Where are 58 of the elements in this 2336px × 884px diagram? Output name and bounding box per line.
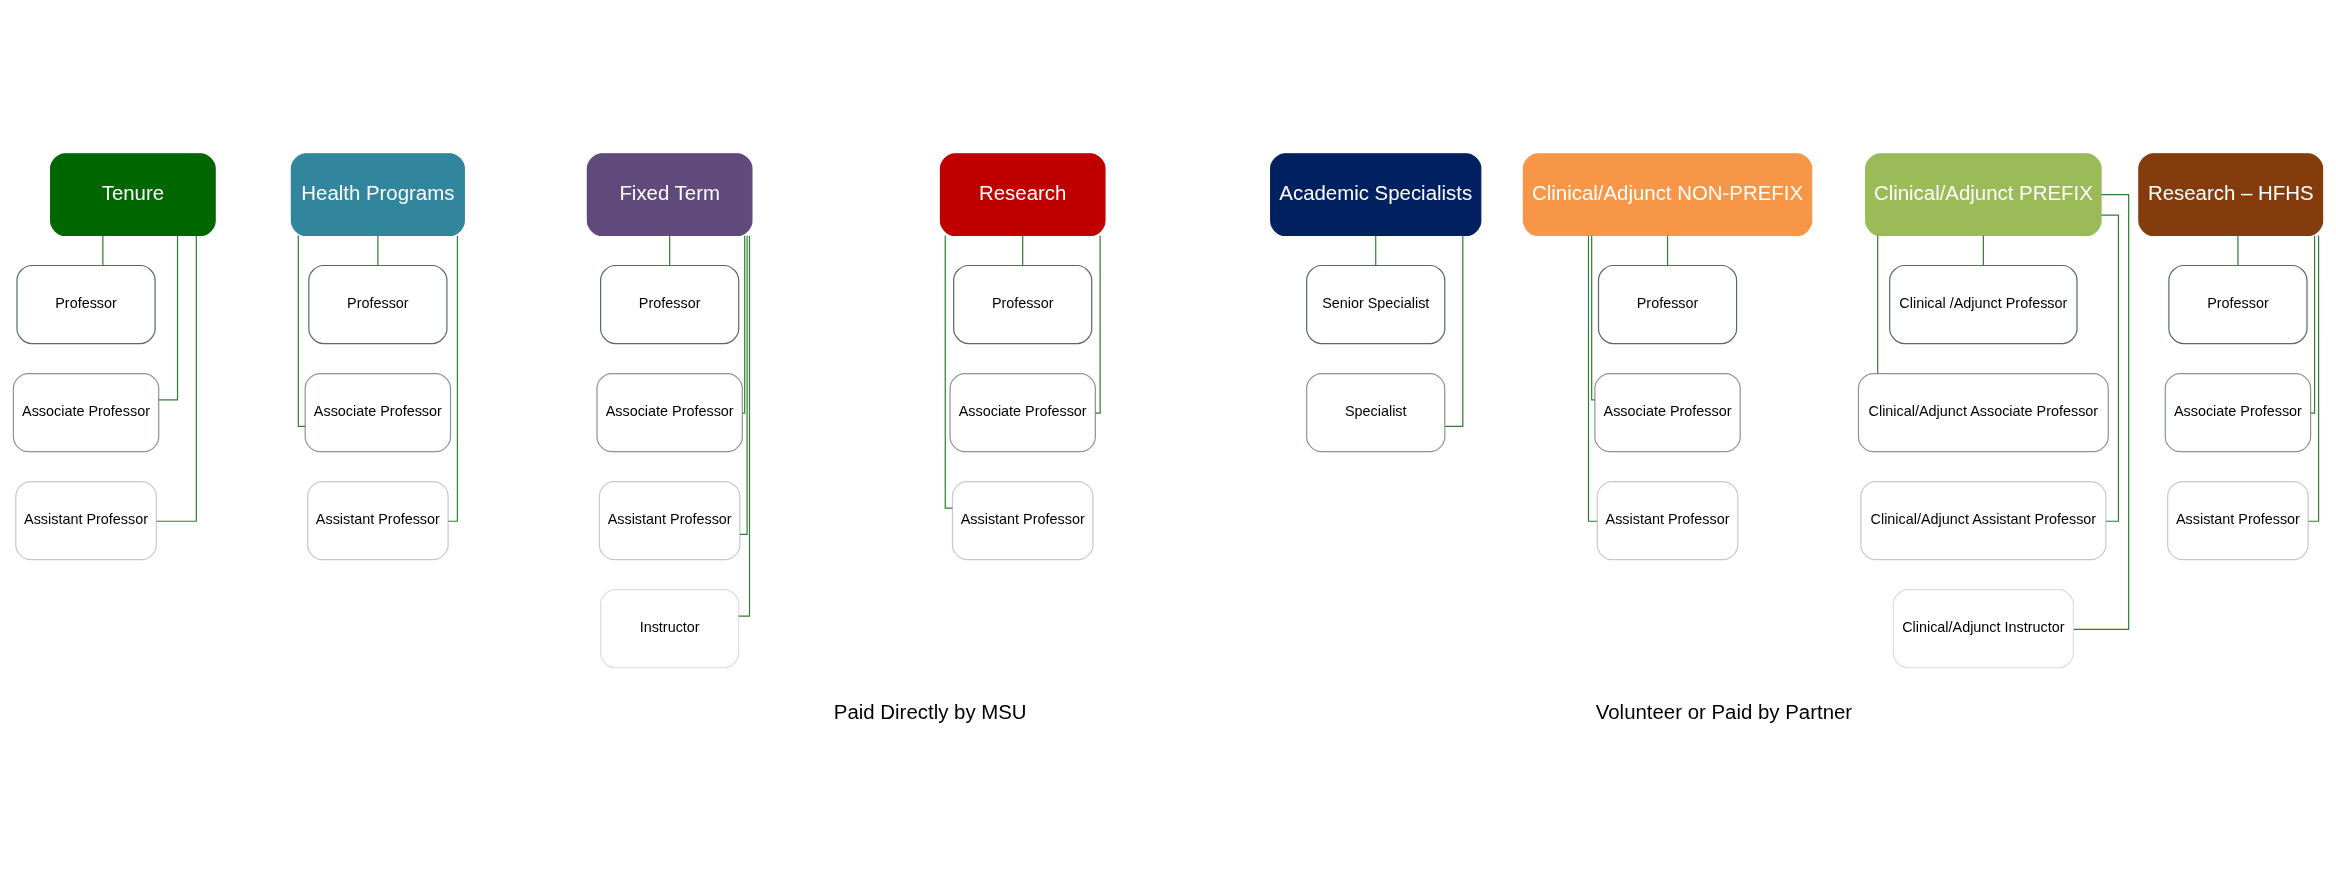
connector bbox=[2310, 235, 2316, 414]
connector bbox=[1666, 234, 1669, 266]
node-box: Associate Professor bbox=[596, 372, 743, 453]
node-box: Professor bbox=[600, 264, 740, 345]
connector bbox=[1591, 235, 1596, 401]
node-box: Professor bbox=[16, 264, 156, 345]
connector bbox=[1022, 234, 1024, 266]
node-box: Clinical /Adjunct Professor bbox=[1889, 264, 2078, 345]
node-box: Assistant Professor bbox=[598, 481, 741, 561]
node-box: Research – HFHS bbox=[2138, 153, 2324, 237]
node-box: Assistant Professor bbox=[1596, 481, 1739, 561]
node-box: Clinical/Adjunct PREFIX bbox=[1865, 153, 2102, 237]
node-box: Professor bbox=[953, 264, 1093, 345]
connector bbox=[377, 234, 379, 266]
node-box: Associate Professor bbox=[12, 372, 160, 453]
node-box: Associate Professor bbox=[2164, 372, 2312, 453]
node-box: Clinical/Adjunct Assistant Professor bbox=[1860, 481, 2107, 561]
connector bbox=[944, 235, 953, 509]
node-box: Professor bbox=[1597, 264, 1738, 345]
connector bbox=[1587, 235, 1598, 522]
connector bbox=[1877, 235, 1879, 374]
connector bbox=[155, 235, 197, 522]
node-box: Tenure bbox=[50, 153, 216, 237]
connector bbox=[1444, 234, 1464, 427]
node-box: Associate Professor bbox=[949, 372, 1096, 453]
connector bbox=[2307, 235, 2320, 522]
node-box: Assistant Professor bbox=[951, 481, 1094, 561]
node-box: Health Programs bbox=[290, 153, 465, 237]
node-box: Instructor bbox=[600, 589, 740, 669]
node-box: Clinical/Adjunct Instructor bbox=[1892, 589, 2074, 669]
node-box: Assistant Professor bbox=[2167, 481, 2309, 561]
node-box: Associate Professor bbox=[304, 372, 452, 453]
connector bbox=[1375, 234, 1377, 266]
node-box: Associate Professor bbox=[1594, 372, 1741, 453]
connector bbox=[1094, 235, 1101, 414]
node-box: Fixed Term bbox=[586, 153, 753, 237]
connector bbox=[2237, 234, 2239, 266]
label: Paid Directly by MSU bbox=[833, 700, 1027, 723]
node-box: Professor bbox=[2168, 264, 2308, 345]
connector bbox=[2073, 194, 2130, 630]
connector bbox=[739, 235, 748, 536]
node-box: Professor bbox=[308, 264, 448, 345]
node-box: Assistant Professor bbox=[307, 481, 449, 561]
node-box: Specialist bbox=[1306, 372, 1446, 453]
connector bbox=[2100, 214, 2120, 522]
node-box: Academic Specialists bbox=[1270, 153, 1482, 237]
node-box: Clinical/Adjunct Associate Professor bbox=[1857, 372, 2109, 453]
connector bbox=[741, 235, 746, 414]
node-box: Research bbox=[939, 153, 1106, 237]
connector bbox=[102, 234, 104, 266]
node-box: Senior Specialist bbox=[1306, 264, 1446, 345]
connector bbox=[158, 235, 179, 401]
label: Volunteer or Paid by Partner bbox=[1595, 700, 1853, 723]
node-box: Assistant Professor bbox=[15, 481, 157, 561]
connector bbox=[669, 234, 671, 266]
connector bbox=[297, 234, 306, 427]
node-box: Clinical/Adjunct NON-PREFIX bbox=[1522, 153, 1813, 237]
connector bbox=[1982, 234, 1984, 266]
